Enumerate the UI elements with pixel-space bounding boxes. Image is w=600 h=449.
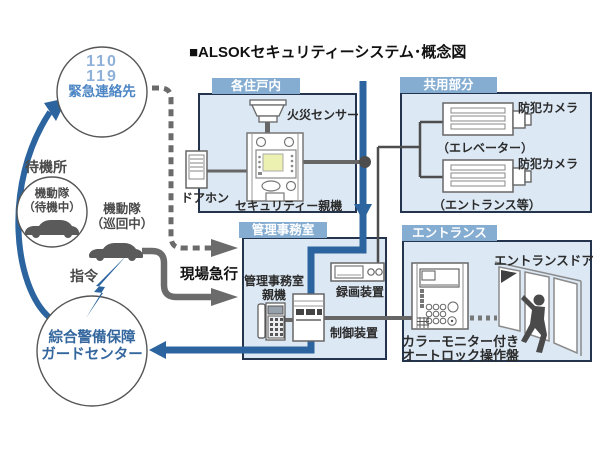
doorphone-label: ドアホン [181,191,230,205]
patrol-line1: 機動隊 [103,202,141,216]
camera-entrance-icon [442,159,532,193]
camera1-label: 防犯カメラ [518,101,579,115]
guard-center-circle [36,295,148,407]
entrance-door-label: エントランスドア [494,254,594,268]
lightning-icon [86,255,127,318]
control-unit-icon [292,293,325,342]
autolock-panel-icon [411,262,469,330]
standby-unit-line1: 機動隊 [34,188,70,200]
office-master-line2: 親機 [261,288,286,302]
entrance-door-icon [494,261,582,356]
patrol-unit-text: 機動隊 （巡回中） [88,202,156,232]
security-master-unit [246,132,304,202]
emergency-contacts-label: 緊急連絡先 [68,84,136,99]
office-master-line1: 管理事務室 [243,274,304,288]
doorphone-icon [185,150,208,189]
guard-center-line1: 綜合警備保障 [48,330,136,346]
standby-car-icon [25,220,79,238]
camera2-sub-label: （エントランス等） [433,198,541,212]
standby-area-label: 待機所 [25,159,67,175]
guard-center-text: 綜合警備保障 ガードセンター [24,330,160,364]
emergency-number-119: 119 [86,68,118,85]
person-icon [521,294,547,353]
tab-entrance-zone: エントランス [402,225,497,241]
camera1-sub-label: （エレベーター） [437,141,534,155]
tab-office-zone: 管理事務室 [239,222,327,238]
dispatch-label: 現場急行 [180,267,238,283]
camera-harness-lines [376,120,444,264]
controller-label: 制御装置 [330,326,379,340]
tab-common-zone: 共用部分 [400,77,497,93]
camera-elevator-icon [442,102,532,136]
recorder-label: 録画装置 [336,285,385,299]
command-label: 指令 [70,268,98,284]
emergency-number-110: 110 [86,53,118,70]
fire-sensor-label: 火災センサー [287,108,360,122]
junction-dot [359,156,371,168]
recorder-icon [330,262,385,282]
fire-sensor-icon [249,99,287,136]
standby-unit-text: 機動隊 （待機中） [14,188,90,215]
standby-unit-line2: （待機中） [23,201,81,214]
guard-center-line2: ガードセンター [41,347,143,363]
blue-signal-path [149,81,372,359]
patrol-line2: （巡回中） [90,217,154,231]
emergency-circle-text: 110 119 緊急連絡先 [57,54,147,100]
office-phone-icon [257,302,286,341]
emergency-dashed-line [140,85,238,257]
panel-label-line2: オートロック操作盤 [402,348,520,363]
camera2-label: 防犯カメラ [518,157,579,171]
emergency-contacts-circle [56,46,148,138]
panel-label-line1: カラーモニター付き [402,334,520,349]
dispatch-arrow [142,247,238,306]
tab-unit-zone: 各住戸内 [212,78,300,94]
device-connectors [205,156,497,322]
security-master-label: セキュリティー親機 [235,199,343,213]
patrol-car-icon [89,243,143,261]
diagram-title: ■ALSOKセキュリティーシステム･概念図 [189,44,467,61]
office-master-text: 管理事務室 親機 [240,274,308,302]
